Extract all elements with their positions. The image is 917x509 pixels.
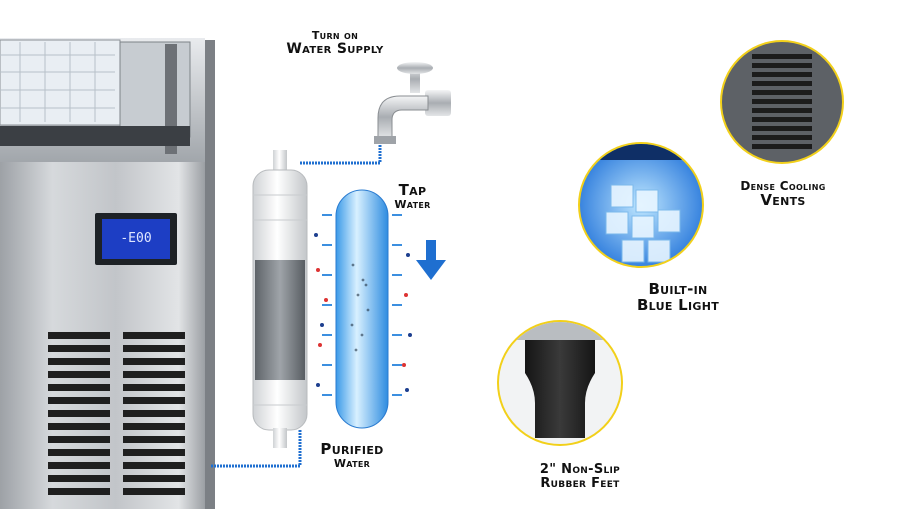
rubber-feet-label: 2" Non-Slip Rubber Feet [520, 463, 640, 490]
blue-light-badge [576, 140, 706, 270]
cooling-vents-badge [718, 38, 846, 166]
dense-cooling-text: Dense Cooling [740, 179, 826, 193]
purified-water-text: Water [333, 456, 371, 470]
control-display[interactable]: -E00 [120, 231, 152, 246]
tap-water-label: Tap Water [385, 181, 440, 211]
arrow-down-icon [416, 240, 446, 282]
non-slip-text: 2" Non-Slip [539, 462, 621, 477]
purified-water-label: Purified Water [316, 440, 388, 470]
dense-cooling-vents-label: Dense Cooling Vents [718, 180, 848, 208]
blue-light-text: Blue Light [636, 295, 720, 314]
built-in-text: Built-in [648, 280, 708, 298]
rubber-feet-badge [495, 318, 625, 448]
ice-machine: -E00 [0, 0, 215, 509]
tap-water-text: Water [394, 197, 431, 211]
built-in-blue-light-label: Built-in Blue Light [618, 280, 738, 314]
vents-text: Vents [760, 190, 806, 209]
water-supply-text: Water Supply [286, 40, 384, 57]
purification-tube [308, 185, 418, 435]
tap-text: Tap [398, 181, 427, 199]
turn-on-text: Turn on [311, 29, 359, 42]
water-filter [245, 150, 315, 450]
turn-on-water-supply-label: Turn on Water Supply [270, 30, 400, 56]
purified-text: Purified [320, 440, 384, 458]
rubber-feet-text: Rubber Feet [540, 475, 620, 491]
faucet-icon [370, 60, 460, 155]
